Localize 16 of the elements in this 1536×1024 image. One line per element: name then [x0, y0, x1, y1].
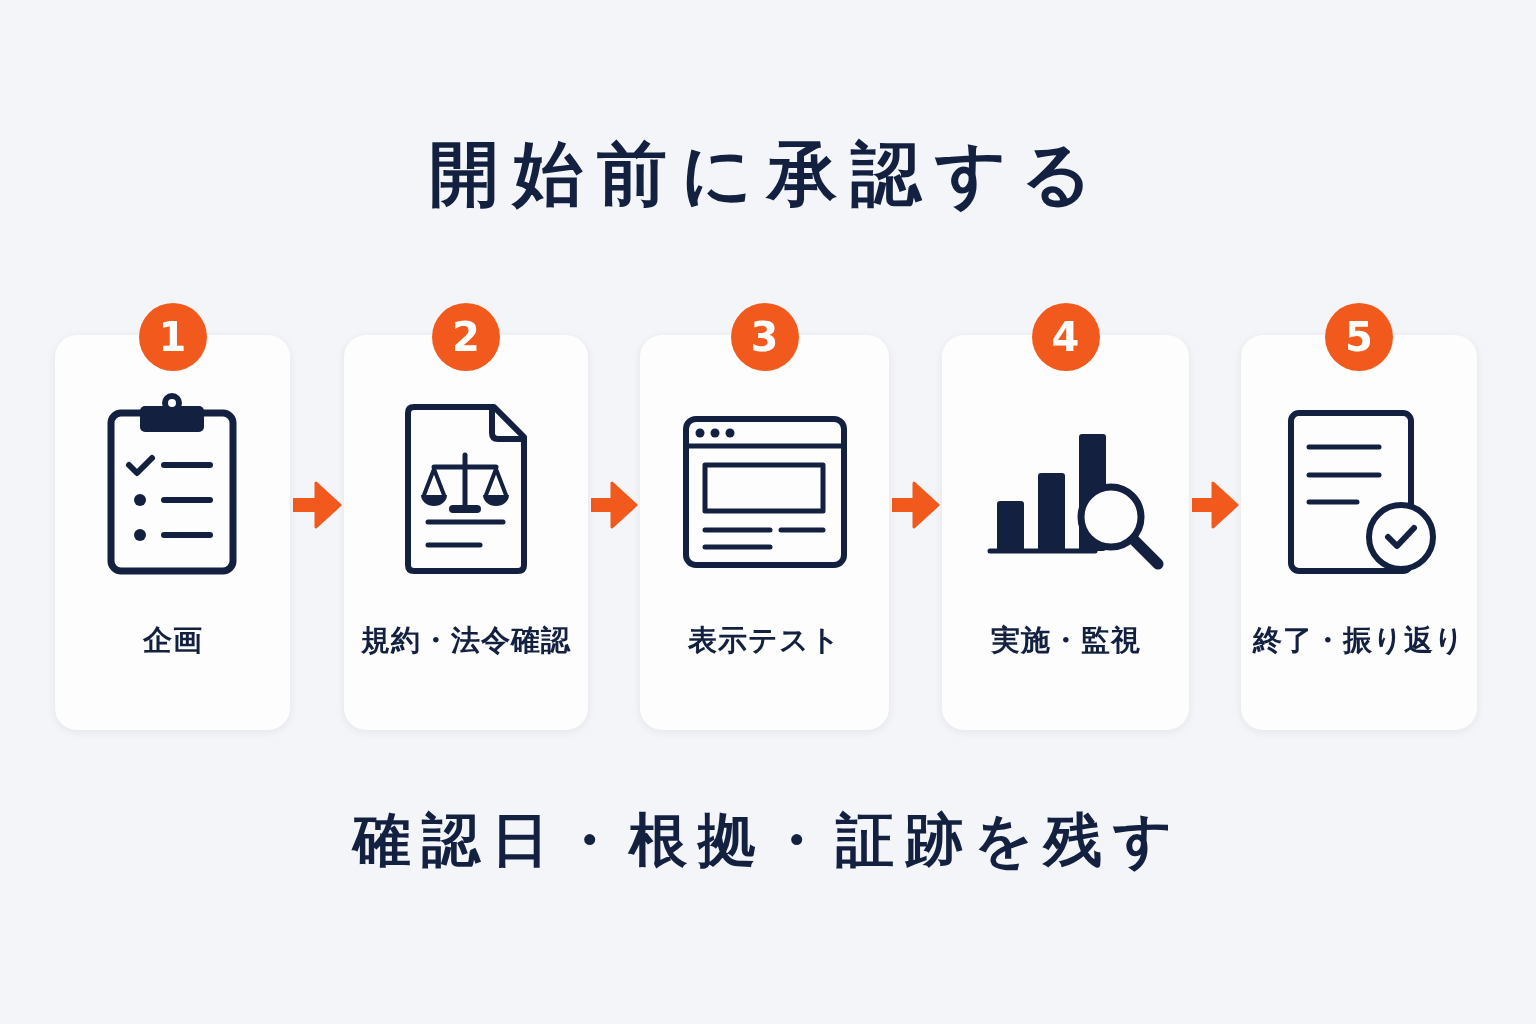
number-badge: 1 — [138, 303, 207, 371]
step-label: 表示テスト — [688, 622, 841, 659]
title: 開始前に承認する — [429, 132, 1107, 217]
number-badge: 4 — [1031, 303, 1100, 371]
number-badge: 5 — [1325, 303, 1393, 371]
step-label: 規約・法令確認 — [361, 622, 571, 659]
step-label: 実施・監視 — [990, 622, 1141, 659]
arrow — [591, 481, 638, 529]
arrow — [892, 481, 940, 529]
arrow — [1192, 481, 1239, 529]
number-badge: 3 — [730, 303, 799, 371]
step-label: 終了・振り返り — [1253, 622, 1465, 659]
caption: 確認日・根拠・証跡を残す — [353, 805, 1183, 876]
number-badge: 2 — [432, 303, 500, 371]
step-label: 企画 — [142, 622, 203, 659]
arrow — [293, 481, 342, 529]
